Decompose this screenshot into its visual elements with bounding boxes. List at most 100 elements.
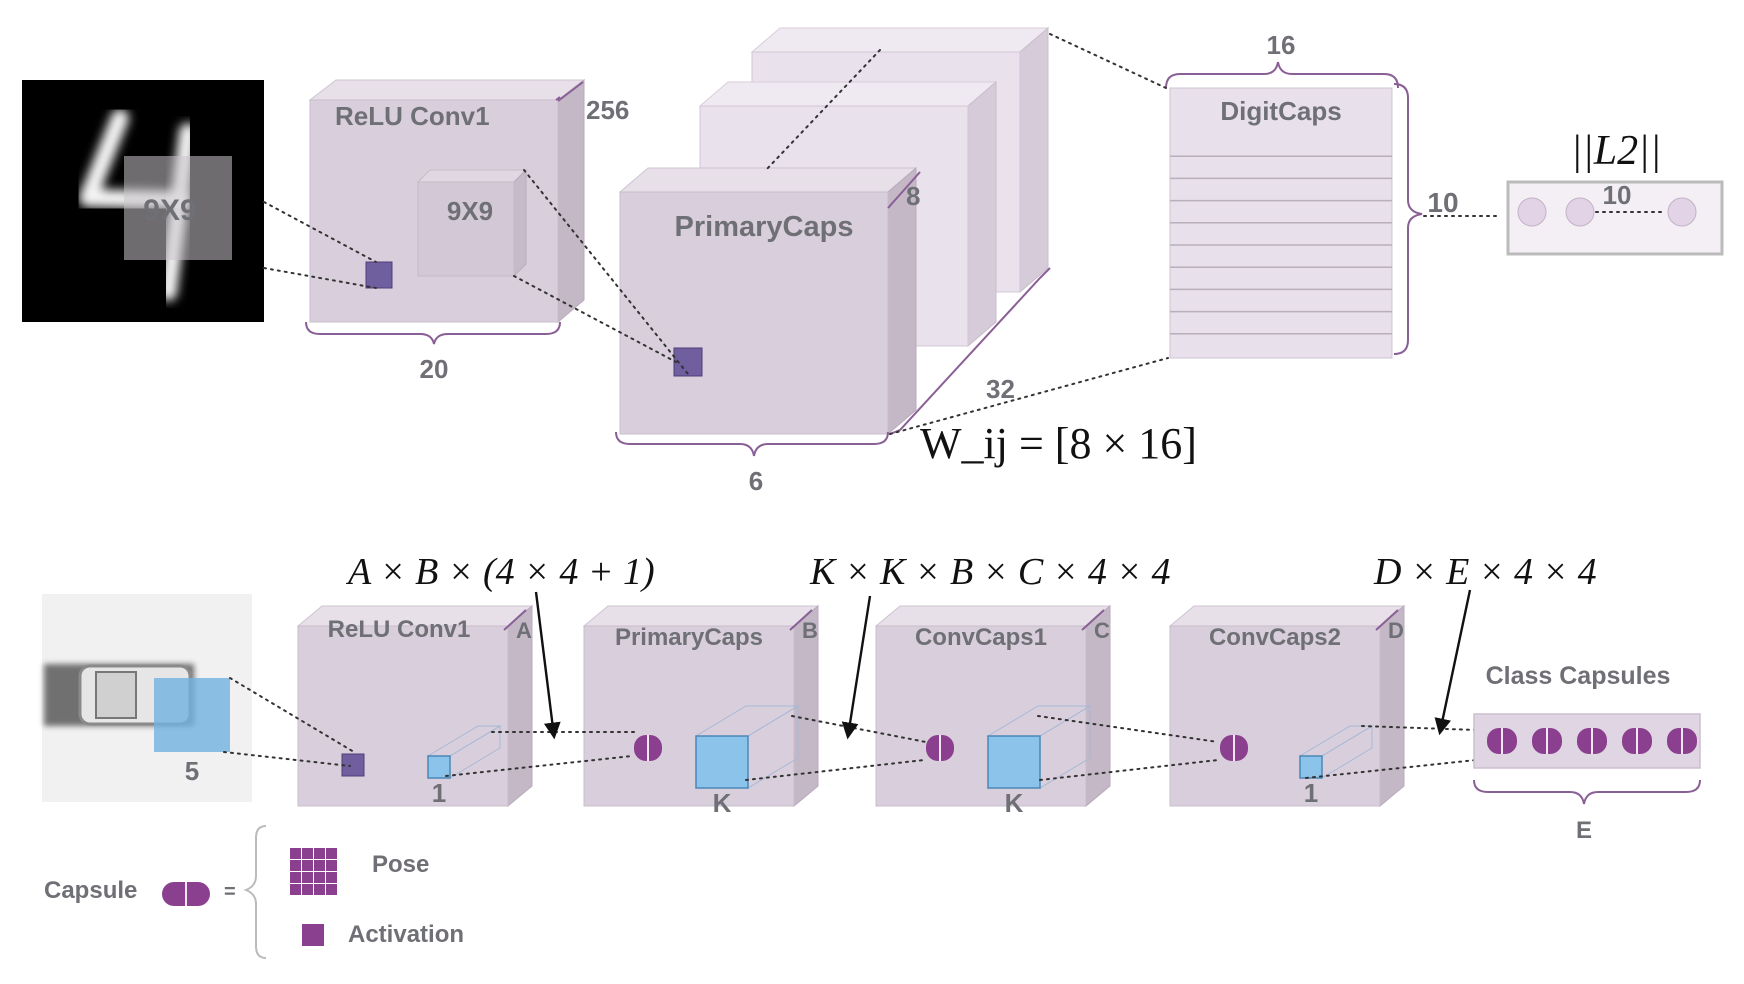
bottom-layer-depth-tick <box>503 609 527 631</box>
formula-c-arrow <box>1434 589 1472 736</box>
top-primarycaps-depth-tick <box>887 171 921 209</box>
formula-b: K × K × B × C × 4 × 4 <box>809 551 1170 593</box>
top-conv1-depth: 256 <box>586 95 629 125</box>
class-capsules-box <box>1473 713 1701 769</box>
bottom-capsule <box>634 735 662 761</box>
input-digit-image: 9X9 <box>22 80 264 322</box>
pose-cell <box>326 848 337 859</box>
connector-convcaps1-convcaps2-top <box>1037 715 1219 743</box>
connector-input-conv1-b <box>263 267 377 289</box>
legend-activation-icon <box>302 924 324 946</box>
legend-pose-icon <box>290 848 337 895</box>
formula-a: A × B × (4 × 4 + 1) <box>345 551 655 593</box>
connector-primarycaps-digitcaps-b <box>889 357 1169 435</box>
bottom-layer-depth: A <box>516 618 532 643</box>
connector-car-conv1-a <box>229 677 355 753</box>
pose-cell <box>326 884 337 895</box>
top-digitcaps-title: DigitCaps <box>1220 96 1341 126</box>
bottom-layer-title: ConvCaps1 <box>915 624 1047 651</box>
pose-cell <box>290 884 301 895</box>
legend-capsule-icon <box>162 882 210 906</box>
bottom-layer-depth-tick <box>1081 609 1105 631</box>
class-capsules-title: Class Capsules <box>1486 662 1671 690</box>
top-conv1-width-brace <box>305 321 561 345</box>
class-capsules-count: E <box>1576 817 1592 844</box>
input-car-receptive-field <box>154 678 230 752</box>
legend-brace <box>243 825 267 959</box>
connector-car-conv1-b <box>223 751 351 767</box>
top-digitcaps-height: 10 <box>1427 187 1458 218</box>
top-digitcaps-box: DigitCaps <box>1169 87 1393 359</box>
connector-primarycaps-depth <box>765 49 881 171</box>
top-primarycaps-depth: 8 <box>906 181 920 211</box>
top-output-norm-label: ||L2|| <box>1571 128 1662 174</box>
bottom-capsule <box>926 735 954 761</box>
pose-cell <box>326 860 337 871</box>
connector-primarycaps-convcaps1-bottom <box>745 759 925 781</box>
top-conv1-activation-unit <box>365 261 393 289</box>
input-receptive-field <box>124 156 232 260</box>
pose-cell <box>302 884 313 895</box>
legend-pose-label: Pose <box>372 851 429 878</box>
pose-cell <box>326 872 337 883</box>
output-node-10 <box>1667 197 1697 227</box>
bottom-layer-title: ConvCaps2 <box>1209 624 1341 651</box>
bottom-layer-depth-tick <box>789 609 813 631</box>
pose-cell <box>302 872 313 883</box>
weight-formula: W_ij = [8 × 16] <box>920 419 1197 468</box>
top-conv1-kernel-label: 9X9 <box>447 196 493 226</box>
bottom-layer-depth-tick <box>1375 609 1399 631</box>
top-conv1-box: ReLU Conv1 9X9 <box>308 78 586 324</box>
class-capsule-row <box>1487 728 1697 754</box>
pose-cell <box>302 860 313 871</box>
connector-conv1-primarycaps-b <box>513 275 677 363</box>
output-node-2 <box>1565 197 1595 227</box>
top-primarycaps-stack: PrimaryCaps <box>618 26 1050 436</box>
bottom-kernel <box>987 735 1041 789</box>
connector-conv1-primarycaps-a <box>523 169 689 375</box>
bottom-layer-depth: D <box>1388 618 1404 643</box>
connector-convcaps2-class-bottom <box>1305 759 1477 779</box>
formula-c: D × E × 4 × 4 <box>1373 551 1597 593</box>
bottom-layer-depth: B <box>802 618 818 643</box>
class-capsule <box>1622 728 1652 754</box>
bottom-layer-title: PrimaryCaps <box>615 624 763 651</box>
pose-cell <box>290 860 301 871</box>
connector-input-conv1-a <box>263 201 377 263</box>
connector-conv1-primarycaps-bottom <box>445 755 633 777</box>
formula-a-arrow <box>534 591 561 740</box>
pose-cell <box>314 872 325 883</box>
connector-convcaps2-class-top <box>1361 725 1477 731</box>
pose-cell <box>314 860 325 871</box>
pose-cell <box>314 848 325 859</box>
pose-cell <box>290 848 301 859</box>
bottom-kernel-size: K <box>1005 788 1024 818</box>
legend-capsule-label: Capsule <box>44 877 137 904</box>
top-output-box: 10 <box>1506 180 1724 256</box>
output-node-1 <box>1517 197 1547 227</box>
top-primarycaps-width-brace <box>615 431 889 457</box>
pose-cell <box>290 872 301 883</box>
class-capsules-brace <box>1473 779 1701 805</box>
top-primarycaps-title: PrimaryCaps <box>675 211 854 243</box>
top-primarycaps-activation-unit <box>673 347 703 377</box>
top-digitcaps-width-brace <box>1165 61 1399 89</box>
top-primarycaps-count: 32 <box>986 374 1015 404</box>
bottom-kernel <box>427 755 451 779</box>
bottom-kernel <box>695 735 749 789</box>
top-primarycaps-width: 6 <box>749 466 763 496</box>
class-capsule <box>1577 728 1607 754</box>
bottom-kernel <box>1299 755 1323 779</box>
class-capsule <box>1487 728 1517 754</box>
top-digitcaps-width: 16 <box>1267 30 1296 60</box>
top-primarycaps-count-brace <box>889 267 1051 435</box>
connector-primarycaps-convcaps1-top <box>791 715 927 743</box>
bottom-kernel-size: 1 <box>432 778 446 808</box>
class-capsule <box>1532 728 1562 754</box>
connector-convcaps1-convcaps2-bottom <box>1039 759 1219 781</box>
legend-activation-label: Activation <box>348 921 464 948</box>
bottom-kernel-size: K <box>713 788 732 818</box>
